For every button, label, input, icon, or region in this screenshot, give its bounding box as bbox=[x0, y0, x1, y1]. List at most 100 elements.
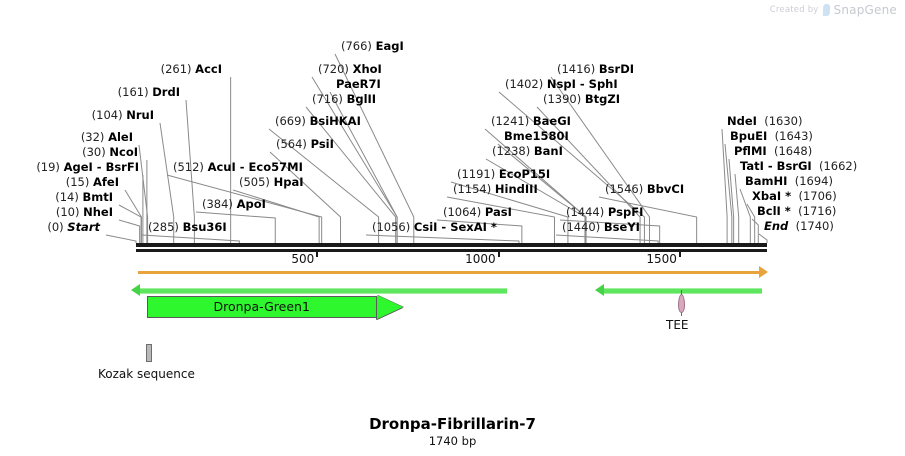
restriction-site-label[interactable]: BamHI (1694) bbox=[745, 175, 833, 188]
restriction-site-label[interactable]: (285) Bsu36I bbox=[148, 221, 227, 234]
restriction-site-label[interactable]: (19) AgeI - BsrFI bbox=[0, 161, 139, 174]
site-name: AcuI - Eco57MI bbox=[207, 160, 303, 174]
restriction-site-label[interactable]: (716) BglII bbox=[312, 93, 376, 106]
site-position: (1643) bbox=[774, 129, 813, 143]
snapgene-watermark: Created by SnapGene bbox=[770, 3, 897, 17]
site-leader-line bbox=[746, 203, 756, 243]
ruler-tick-label: 500 bbox=[291, 252, 315, 266]
restriction-site-label[interactable]: (1241) BaeGI bbox=[491, 115, 571, 128]
site-position: (19) bbox=[36, 160, 60, 174]
site-leader-line bbox=[555, 234, 659, 243]
site-name: BamHI bbox=[745, 174, 788, 188]
site-name: XhoI bbox=[352, 62, 382, 76]
restriction-site-label[interactable]: (1154) HindIII bbox=[453, 183, 538, 196]
site-name: Bme1580I bbox=[504, 129, 569, 143]
site-name: NspI - SphI bbox=[546, 77, 618, 91]
restriction-site-label[interactable]: (1191) EcoP15I bbox=[457, 168, 550, 181]
site-position: (669) bbox=[275, 114, 306, 128]
restriction-site-label[interactable]: BpuEI (1643) bbox=[730, 130, 813, 143]
orange-feature-track[interactable] bbox=[137, 271, 759, 274]
restriction-site-label[interactable]: (512) AcuI - Eco57MI bbox=[173, 161, 303, 174]
kozak-label: Kozak sequence bbox=[98, 367, 195, 381]
site-position: (14) bbox=[55, 190, 79, 204]
site-leader-line bbox=[118, 204, 142, 243]
restriction-site-label[interactable]: (720) XhoI bbox=[318, 63, 382, 76]
restriction-site-label[interactable]: (564) PsiI bbox=[276, 138, 334, 151]
restriction-site-label[interactable]: End (1740) bbox=[764, 220, 834, 233]
restriction-site-label[interactable]: (1444) PspFI bbox=[566, 206, 643, 219]
restriction-site-label[interactable]: (14) BmtI bbox=[0, 191, 113, 204]
restriction-site-label[interactable]: BclI * (1716) bbox=[757, 205, 836, 218]
site-leader-line bbox=[739, 188, 751, 243]
cds-feature-label: Dronpa-Green1 bbox=[213, 299, 310, 314]
restriction-site-label[interactable]: (384) ApoI bbox=[202, 198, 266, 211]
site-name: PflMI bbox=[734, 144, 767, 158]
restriction-site-label[interactable]: (30) NcoI bbox=[0, 146, 138, 159]
site-leader-line bbox=[141, 234, 240, 243]
site-name: BglII bbox=[346, 92, 377, 106]
restriction-site-label[interactable]: (1546) BbvCI bbox=[605, 183, 684, 196]
site-name: Start bbox=[67, 220, 100, 234]
site-leader-line bbox=[724, 143, 733, 243]
site-name: BpuEI bbox=[730, 129, 768, 143]
watermark-brand-label: SnapGene bbox=[833, 3, 897, 17]
cds-feature-dronpa-green1[interactable]: Dronpa-Green1 bbox=[146, 295, 403, 319]
site-position: (285) bbox=[148, 220, 179, 234]
site-position: (720) bbox=[318, 62, 349, 76]
restriction-site-label[interactable]: (10) NheI bbox=[0, 206, 113, 219]
site-name: BtgZI bbox=[584, 92, 621, 106]
watermark-created-by-label: Created by bbox=[769, 5, 819, 15]
restriction-site-label[interactable]: (15) AfeI bbox=[0, 176, 119, 189]
restriction-site-label[interactable]: (505) HpaI bbox=[239, 176, 304, 189]
site-name: AfeI bbox=[93, 175, 119, 189]
site-name: HindIII bbox=[494, 182, 538, 196]
site-position: (1064) bbox=[443, 205, 482, 219]
restriction-site-label[interactable]: (766) EagI bbox=[341, 40, 404, 53]
restriction-site-label[interactable]: (161) DrdI bbox=[0, 86, 180, 99]
site-name: NcoI bbox=[109, 145, 138, 159]
green-track-arrowhead-icon bbox=[130, 284, 140, 296]
restriction-site-label[interactable]: (32) AleI bbox=[0, 131, 133, 144]
restriction-site-label[interactable]: NdeI (1630) bbox=[727, 115, 803, 128]
restriction-site-label[interactable]: TatI - BsrGI (1662) bbox=[740, 160, 857, 173]
site-name: AgeI - BsrFI bbox=[63, 160, 139, 174]
green-feature-track[interactable] bbox=[603, 288, 762, 294]
restriction-site-label[interactable]: (1056) CsiI - SexAI * bbox=[372, 221, 497, 234]
site-name: End bbox=[764, 219, 789, 233]
site-position: (1154) bbox=[453, 182, 492, 196]
restriction-site-label[interactable]: PaeR7I bbox=[336, 78, 381, 91]
ruler-tick-label: 1000 bbox=[465, 252, 496, 266]
site-name: NheI bbox=[83, 205, 113, 219]
site-name: BsiHKAI bbox=[309, 114, 361, 128]
kozak-marker[interactable] bbox=[146, 344, 152, 362]
site-name: BclI * bbox=[757, 204, 791, 218]
restriction-site-label[interactable]: PflMI (1648) bbox=[734, 145, 812, 158]
restriction-site-label[interactable]: Bme1580I bbox=[504, 130, 569, 143]
restriction-site-label[interactable]: (1440) BseYI bbox=[562, 221, 640, 234]
site-position: (1716) bbox=[798, 204, 837, 218]
site-position: (766) bbox=[341, 39, 372, 53]
restriction-site-label[interactable]: (1390) BtgZI bbox=[543, 93, 620, 106]
restriction-site-label[interactable]: (1402) NspI - SphI bbox=[505, 78, 618, 91]
cds-arrowhead-icon bbox=[376, 295, 403, 319]
green-feature-track[interactable] bbox=[139, 288, 508, 294]
site-position: (1706) bbox=[798, 189, 837, 203]
tee-marker[interactable] bbox=[678, 290, 685, 316]
site-position: (384) bbox=[202, 197, 233, 211]
restriction-site-label[interactable]: (1064) PasI bbox=[443, 206, 512, 219]
site-leader-line bbox=[118, 219, 141, 243]
site-name: DrdI bbox=[152, 85, 180, 99]
restriction-site-label[interactable]: (669) BsiHKAI bbox=[275, 115, 361, 128]
restriction-site-label[interactable]: (1416) BsrDI bbox=[557, 63, 634, 76]
site-position: (716) bbox=[312, 92, 343, 106]
restriction-site-label[interactable]: (261) AccI bbox=[0, 63, 222, 76]
restriction-site-label[interactable]: (0) Start bbox=[0, 221, 100, 234]
restriction-site-label[interactable]: (104) NruI bbox=[0, 109, 154, 122]
site-position: (1416) bbox=[557, 62, 596, 76]
restriction-site-label[interactable]: XbaI * (1706) bbox=[752, 190, 837, 203]
site-position: (1056) bbox=[372, 220, 411, 234]
site-name: BanI bbox=[533, 144, 563, 158]
restriction-site-label[interactable]: (1238) BanI bbox=[492, 145, 563, 158]
sequence-bar-top bbox=[136, 243, 767, 247]
ruler-tick bbox=[497, 249, 500, 257]
